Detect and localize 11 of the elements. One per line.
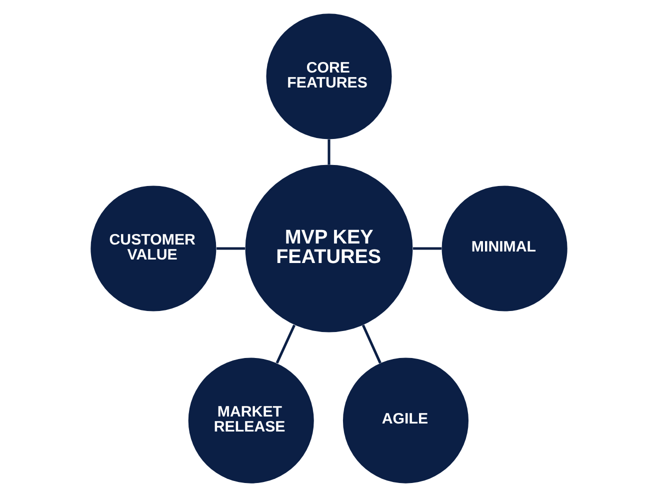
node-circle: CORE FEATURES bbox=[266, 13, 392, 139]
connector bbox=[216, 246, 246, 250]
connector bbox=[362, 324, 382, 364]
connector bbox=[276, 324, 296, 364]
connector bbox=[328, 138, 330, 164]
node-circle: CUSTOMER VALUE bbox=[90, 185, 216, 311]
connector bbox=[413, 246, 442, 250]
node-circle: MARKET RELEASE bbox=[188, 357, 314, 483]
node-circle: AGILE bbox=[342, 357, 469, 483]
node-circle: MINIMAL bbox=[442, 185, 568, 311]
node-circle: MVP KEY FEATURES bbox=[245, 164, 413, 332]
